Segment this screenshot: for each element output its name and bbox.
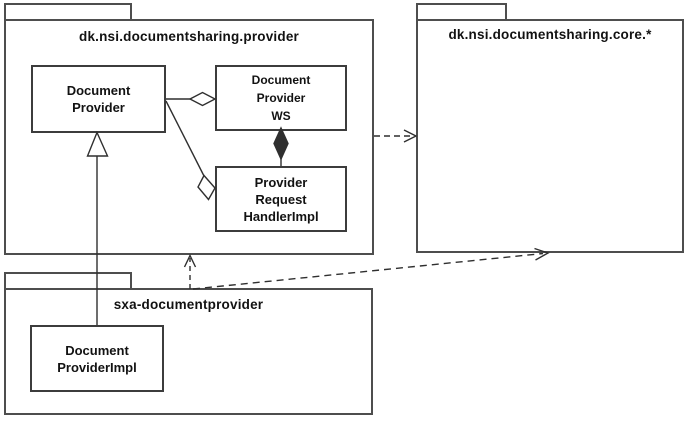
class-name-line: Provider: [256, 91, 306, 105]
package-core-title: dk.nsi.documentsharing.core.*: [448, 27, 652, 42]
package-core-tab: [416, 3, 507, 19]
package-provider-tab: [4, 3, 132, 19]
class-name-line: Provider: [254, 174, 308, 190]
class-name-line: HandlerImpl: [243, 208, 319, 224]
class-document-provider: Document Provider: [31, 65, 166, 133]
class-document-providerimpl: Document ProviderImpl: [30, 325, 164, 392]
package-provider-title: dk.nsi.documentsharing.provider: [79, 29, 299, 44]
dependency-arrow-provider-to-core: [374, 129, 418, 143]
open-arrowhead-icon: [403, 129, 418, 143]
class-name-line: Request: [255, 191, 307, 207]
class-name-line: Document: [65, 342, 129, 358]
class-document-provider-ws: Document Provider WS: [215, 65, 347, 131]
class-provider-request-handlerimpl: Provider Request HandlerImpl: [215, 166, 347, 232]
open-arrowhead-icon: [183, 253, 197, 268]
package-core: dk.nsi.documentsharing.core.*: [416, 19, 684, 253]
class-name-line: ProviderImpl: [57, 359, 137, 375]
package-provider: dk.nsi.documentsharing.provider: [4, 19, 374, 255]
package-sxa-title: sxa-documentprovider: [113, 297, 264, 312]
package-sxa-tab: [4, 272, 132, 288]
class-name-line: Document: [66, 83, 131, 98]
class-name-line: Document: [251, 73, 311, 87]
class-name-line: Provider: [72, 100, 125, 115]
class-name-line: WS: [271, 109, 291, 123]
dependency-arrow-sxa-to-provider: [183, 253, 197, 289]
